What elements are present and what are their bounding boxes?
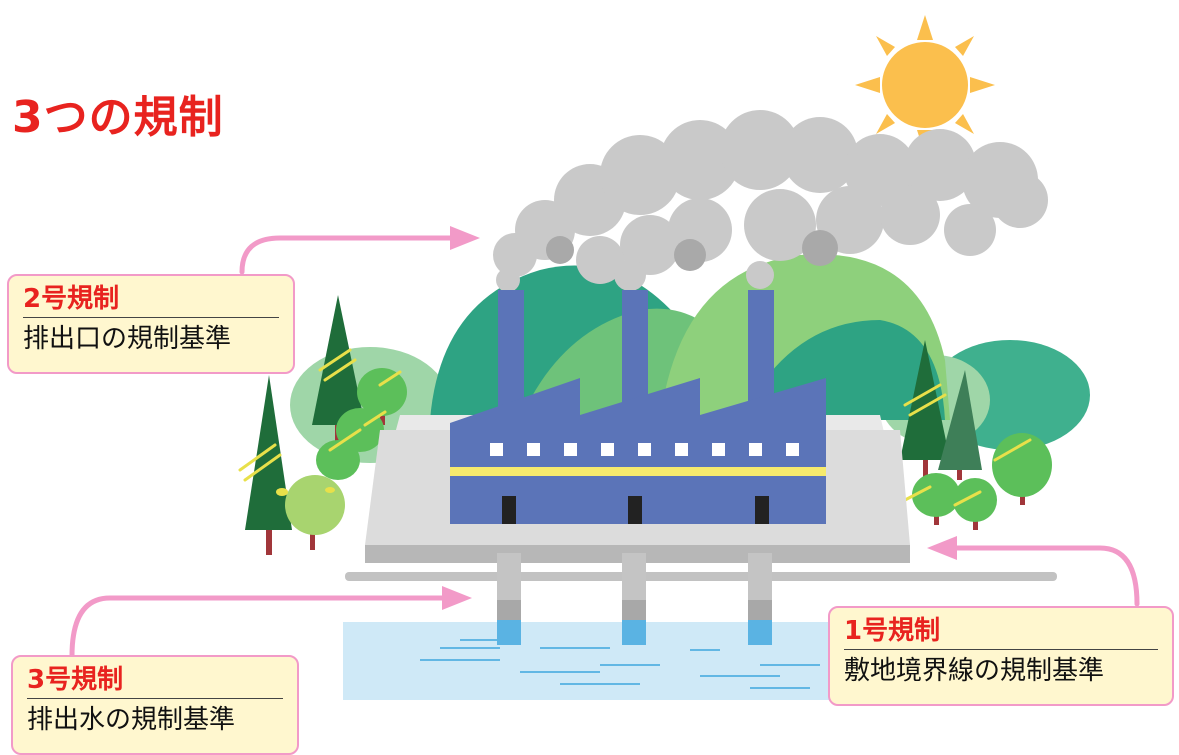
arrow-1go xyxy=(952,545,1140,607)
arrow-3go xyxy=(69,595,448,659)
callout-regulation-1: 1号規制 敷地境界線の規制基準 xyxy=(828,606,1174,706)
callout-heading: 3号規制 xyxy=(27,665,283,699)
discharge-pipes xyxy=(497,553,772,645)
page-title: 3つの規制 xyxy=(12,92,224,143)
arrow-2go xyxy=(239,235,458,275)
factory-building xyxy=(450,290,826,524)
callout-description: 排出口の規制基準 xyxy=(23,324,232,354)
callout-heading: 1号規制 xyxy=(844,616,1158,650)
callout-regulation-3: 3号規制 排出水の規制基準 xyxy=(11,655,299,755)
sun-icon xyxy=(855,15,995,155)
callout-description: 敷地境界線の規制基準 xyxy=(844,656,1105,686)
trees-right xyxy=(900,340,1052,530)
smoke-cloud xyxy=(493,110,1048,292)
water-body xyxy=(343,622,883,700)
callout-heading: 2号規制 xyxy=(23,284,279,318)
trees-left xyxy=(238,295,407,555)
callout-description: 排出水の規制基準 xyxy=(27,705,236,735)
callout-regulation-2: 2号規制 排出口の規制基準 xyxy=(7,274,295,374)
